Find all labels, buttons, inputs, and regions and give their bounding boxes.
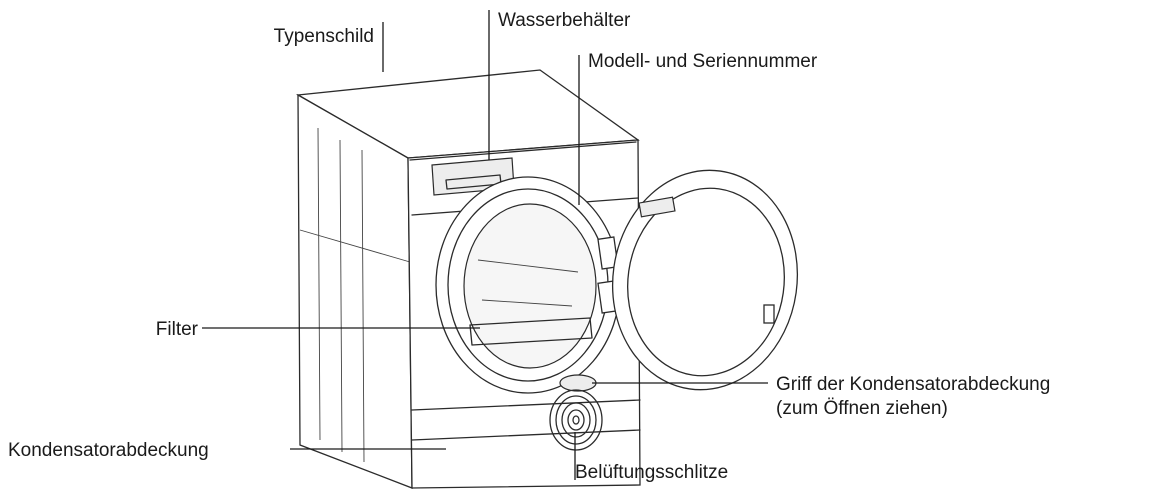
label-typenschild: Typenschild <box>274 26 374 47</box>
label-belueftungsschlitze: Belüftungsschlitze <box>575 462 728 483</box>
label-griff-line1: Griff der Kondensatorabdeckung <box>776 374 1050 395</box>
labels: Typenschild Wasserbehälter Modell- und S… <box>8 10 1050 483</box>
label-kondensatorabdeckung: Kondensatorabdeckung <box>8 440 209 461</box>
filter-slot <box>469 317 593 346</box>
dryer-illustration <box>295 69 799 489</box>
condenser-cover-handle <box>559 374 597 392</box>
ventilation-grille <box>549 389 603 451</box>
label-griff-line2: (zum Öffnen ziehen) <box>776 398 948 419</box>
dryer-door <box>611 169 799 391</box>
label-filter: Filter <box>156 319 199 340</box>
label-modell-seriennummer: Modell- und Seriennummer <box>588 51 818 72</box>
leader-lines <box>202 10 768 480</box>
label-wasserbehaelter: Wasserbehälter <box>498 10 631 31</box>
drum-opening <box>435 176 621 394</box>
dryer-side-panel <box>297 93 413 489</box>
